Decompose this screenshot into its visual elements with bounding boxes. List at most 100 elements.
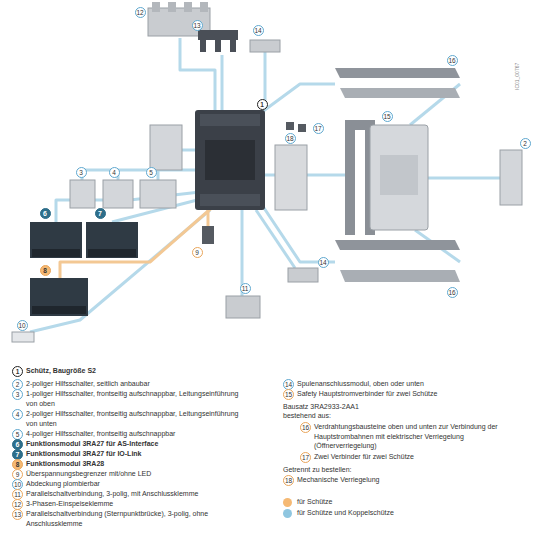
- terminal-screw: [152, 2, 160, 12]
- wiring-rail: [335, 68, 460, 78]
- callout-number: 14: [283, 379, 294, 390]
- leader-line: [60, 205, 215, 278]
- contactor-light: [370, 125, 428, 230]
- sealable-cover: [12, 332, 34, 342]
- callout-number: 18: [283, 475, 294, 486]
- side-aux-switch: [500, 150, 522, 205]
- module-terminals: [32, 306, 86, 314]
- callout-number: 16: [447, 287, 458, 298]
- callout-number: 5: [12, 429, 23, 440]
- leader-line: [265, 174, 275, 177]
- callout-number: 7: [12, 449, 23, 460]
- callout-number: 7: [95, 208, 106, 219]
- legend-swatch: [283, 509, 292, 518]
- list-text: Überspannungsbegrenzer mit/ohne LED: [26, 469, 241, 479]
- callout-number: 17: [300, 452, 311, 463]
- callout-number: 15: [382, 111, 393, 122]
- leader-line: [307, 174, 345, 177]
- module-terminals: [32, 249, 80, 257]
- callout-number: 2: [520, 138, 531, 149]
- list-text: 3-Phasen-Einspeiseklemme: [26, 499, 241, 509]
- leader-line: [180, 38, 215, 110]
- connector: [298, 124, 306, 132]
- callout-number: 5: [146, 167, 157, 178]
- function-module: [30, 222, 82, 258]
- list-text: bestehend aus:: [283, 411, 523, 421]
- bridge-leg: [215, 38, 221, 52]
- side-aux-switch: [150, 125, 182, 170]
- leader-line: [428, 177, 500, 180]
- callout-number: 14: [318, 257, 329, 268]
- callout-number: 10: [17, 320, 28, 331]
- leader-line: [207, 210, 210, 226]
- aux-switch: [103, 180, 133, 208]
- list-text: Zwei Verbinder für zwei Schütze: [314, 452, 528, 462]
- list-text: Bausatz 3RA2933-2AA1: [283, 402, 523, 412]
- contactor: [195, 110, 265, 210]
- surge-suppressor: [202, 226, 214, 244]
- aux-switch: [140, 180, 176, 208]
- leader-line: [262, 84, 335, 112]
- parts: [12, 2, 522, 342]
- callout-number: 9: [12, 469, 23, 480]
- coil-module: [288, 268, 318, 282]
- list-text: 2-poliger Hilfsschalter, seitlich anbaub…: [26, 379, 241, 389]
- list-text: Parallelschaltverbindung (Sternpunktbrüc…: [26, 509, 241, 528]
- list-text: Safety Hauptstromverbinder für zwei Schü…: [297, 389, 527, 399]
- list-text: 2-poliger Hilfsschalter, frontseitig auf…: [26, 409, 241, 428]
- callout-number: 14: [253, 25, 264, 36]
- list-text: Funktionsmodul 3RA27 für AS-Interface: [26, 439, 241, 449]
- leader-line: [262, 205, 335, 262]
- callout-number: 12: [12, 499, 23, 510]
- callout-number: 8: [12, 459, 23, 470]
- callout-number: 9: [192, 247, 203, 258]
- module-terminals: [88, 249, 136, 257]
- watermark: IC01_00767: [514, 63, 520, 90]
- function-module: [86, 222, 138, 258]
- callout-number: 16: [300, 422, 311, 433]
- callout-number: 17: [313, 123, 324, 134]
- terminal-screw: [168, 2, 176, 12]
- aux-switch: [70, 180, 95, 208]
- callout-number: 10: [12, 479, 23, 490]
- bridge-leg: [230, 38, 236, 52]
- callout-number: 4: [109, 167, 120, 178]
- callout-number: 15: [283, 389, 294, 400]
- connector: [286, 122, 294, 130]
- list-text: 4-poliger Hilfsschalter, frontseitig auf…: [26, 429, 241, 439]
- callout-number: 18: [285, 133, 296, 144]
- callout-number: 16: [447, 55, 458, 66]
- list-text: Parallelschaltverbindung, 3-polig, mit A…: [26, 489, 241, 499]
- callout-number: 1: [257, 99, 268, 110]
- leader-lines: [30, 38, 500, 332]
- legend-text: für Schütze: [297, 497, 527, 507]
- callout-number: 3: [12, 389, 23, 400]
- callout-number: 11: [12, 489, 23, 500]
- parallel-link: [226, 296, 260, 318]
- list-text: Schütz, Baugröße S2: [26, 366, 241, 376]
- list-text: Getrennt zu bestellen:: [283, 465, 523, 475]
- list-text: Funktionsmodul 3RA28: [26, 459, 241, 469]
- callout-number: 6: [12, 439, 23, 450]
- contactor-terminals: [200, 194, 260, 206]
- terminal-screw: [200, 2, 208, 12]
- callout-number: 11: [240, 283, 251, 294]
- callout-number: 6: [40, 208, 51, 219]
- terminal-screw: [184, 2, 192, 12]
- function-module: [30, 278, 88, 316]
- callout-number: 8: [40, 265, 51, 276]
- leader-lines-orange: [60, 205, 215, 278]
- callout-number: 3: [76, 167, 87, 178]
- leader-line: [30, 210, 210, 332]
- bridge-leg: [200, 38, 206, 52]
- coil-module: [250, 40, 280, 52]
- mechanical-interlock: [275, 145, 307, 210]
- list-text: Verdrahtungsbausteine oben und unten zur…: [314, 422, 528, 451]
- legend-text: für Schütze und Koppelschütze: [297, 508, 527, 518]
- list-text: Mechanische Verriegelung: [297, 475, 527, 485]
- legend-swatch: [283, 498, 292, 507]
- list-text: Spulenanschlussmodul, oben oder unten: [297, 379, 527, 389]
- leader-line: [82, 170, 195, 180]
- callout-number: 13: [192, 20, 203, 31]
